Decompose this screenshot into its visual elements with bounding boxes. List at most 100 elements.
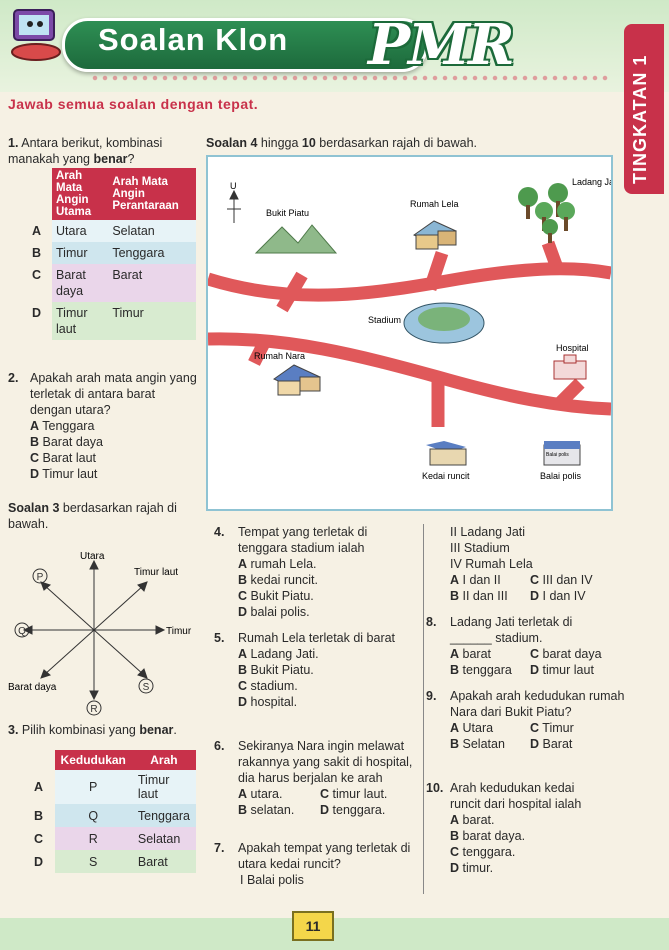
q1-cell: Barat daya	[56, 268, 86, 298]
compass-diagram: Utara Timur laut Timur Barat daya P Q R …	[8, 551, 192, 716]
q3-col2-header: Arah	[131, 750, 196, 770]
soalan-4-bold2: 10	[301, 136, 316, 150]
q7-item: II Ladang Jati	[450, 525, 526, 539]
q3-cell: S	[89, 854, 98, 869]
compass-timur-laut: Timur laut	[134, 567, 178, 578]
q9-option: D Barat	[530, 737, 573, 751]
q2-number: 2.	[8, 371, 19, 385]
q10-option: C tenggara.	[450, 845, 516, 859]
computer-mascot-icon	[11, 9, 61, 61]
q4-option: D balai polis.	[238, 605, 310, 619]
q8-text-end: stadium.	[491, 631, 543, 645]
instruction: Jawab semua soalan dengan tepat.	[8, 96, 259, 112]
q3-number: 3.	[8, 723, 19, 737]
q4-number: 4.	[214, 525, 225, 539]
question-10: 10.Arah kedudukan kedai runcit dari hosp…	[426, 780, 606, 876]
soalan-4-text: berdasarkan rajah di bawah.	[315, 136, 478, 150]
q8-option: C barat daya	[530, 647, 602, 661]
decorative-dots	[90, 74, 610, 82]
q3-cell: Timur laut	[137, 773, 170, 801]
map-sign-balai-polis: Balai polis	[546, 452, 569, 458]
q9-option: B Selatan	[450, 737, 505, 751]
q4-option: A rumah Lela.	[238, 557, 317, 571]
q3-cell: Tenggara	[137, 808, 190, 823]
compass-barat-daya: Barat daya	[8, 682, 57, 693]
q5-text: Rumah Lela terletak di barat	[238, 631, 396, 645]
question-1: 1. Antara berikut, kombinasi manakah yan…	[8, 135, 193, 167]
q4-option: C Bukit Piatu.	[238, 589, 314, 603]
page-number: 11	[292, 911, 334, 941]
soalan-3-intro: Soalan 3 berdasarkan rajah di bawah.	[8, 500, 198, 532]
q8-blank: ______	[450, 631, 492, 645]
q1-cell: Barat	[112, 268, 143, 282]
soalan-3-text: berdasarkan rajah di bawah.	[8, 501, 177, 531]
soalan-4-mid: hingga	[257, 136, 302, 150]
q8-option: B tenggara	[450, 663, 512, 677]
q9-number: 9.	[426, 689, 437, 703]
soalan-3-bold: Soalan 3	[8, 501, 60, 515]
map-label-bukit-piatu: Bukit Piatu	[266, 208, 309, 218]
side-tab-label: TINGKATAN 1	[630, 54, 650, 184]
q10-number: 10.	[426, 781, 444, 795]
q5-option: A Ladang Jati.	[238, 647, 319, 661]
q8-option: A barat	[450, 647, 492, 661]
q1-text-end: ?	[127, 152, 135, 166]
compass-p: P	[37, 572, 44, 583]
q1-cell: Timur	[56, 246, 88, 260]
q8-text: Ladang Jati terletak di	[450, 615, 573, 629]
q8-number: 8.	[426, 615, 437, 629]
side-tab: TINGKATAN 1	[624, 24, 664, 194]
q6-option: B selatan.	[238, 803, 295, 817]
q6-number: 6.	[214, 739, 225, 753]
q2-option: C Barat laut	[30, 451, 97, 465]
q1-row-label: D	[28, 302, 52, 340]
q7-item: IV Rumah Lela	[450, 557, 533, 571]
house-icon	[273, 364, 321, 396]
question-7-continued: II Ladang Jati III Stadium IV Rumah Lela…	[450, 524, 630, 604]
compass-utara: Utara	[80, 551, 105, 562]
q3-col1-header: Kedudukan	[54, 750, 132, 770]
q2-option: A Tenggara	[30, 419, 95, 433]
house-icon	[412, 220, 458, 250]
map-label-hospital: Hospital	[556, 343, 589, 353]
q9-option: C Timur	[530, 721, 574, 735]
map-label-rumah-nara: Rumah Nara	[254, 351, 305, 361]
q3-row-label: A	[28, 770, 55, 804]
q3-cell: P	[89, 780, 98, 794]
q7-option: D I dan IV	[530, 589, 586, 603]
q1-cell: Selatan	[112, 224, 155, 238]
title-banner	[62, 18, 428, 72]
q3-row-label: C	[28, 827, 55, 850]
trees-icon	[518, 183, 575, 243]
q1-col2-header: Arah Mata Angin Perantaraan	[108, 168, 196, 220]
question-3: 3. Pilih kombinasi yang benar.	[8, 722, 208, 738]
q7-option: B II dan III	[450, 589, 508, 603]
pmr-logo: PMR	[368, 12, 515, 78]
q2-text: Apakah arah mata angin yang terletak di …	[30, 371, 197, 417]
q1-cell: Timur	[112, 306, 144, 320]
q1-row-label: B	[28, 242, 52, 264]
compass-timur: Timur	[166, 626, 192, 637]
q1-cell: Timur laut	[56, 306, 88, 336]
map-label-rumah-lela: Rumah Lela	[410, 199, 459, 209]
q5-option: C stadium.	[238, 679, 298, 693]
q3-cell: Barat	[137, 854, 168, 869]
question-9: 9. Apakah arah kedudukan rumah Nara dari …	[426, 688, 626, 752]
q1-row-label: C	[28, 264, 52, 302]
soalan-4-bold: Soalan 4	[206, 136, 258, 150]
q3-text: Pilih kombinasi yang	[21, 723, 140, 737]
q6-option: C timur laut.	[320, 787, 388, 801]
q1-table: Arah Mata Angin Utama Arah Mata Angin Pe…	[28, 168, 196, 340]
q5-option: B Bukit Piatu.	[238, 663, 314, 677]
q9-text: Apakah arah kedudukan rumah Nara dari Bu…	[450, 689, 625, 719]
compass-q: Q	[18, 626, 26, 637]
q9-option: A Utara	[450, 721, 494, 735]
q1-text: Antara berikut, kombinasi manakah yang	[8, 136, 163, 166]
question-6: 6.Sekiranya Nara ingin melawat rakannya …	[214, 738, 414, 818]
q2-option: B Barat daya	[30, 435, 103, 449]
q1-cell: Utara	[56, 224, 87, 238]
q7-number: 7.	[214, 841, 225, 855]
q3-cell: Q	[88, 808, 99, 823]
soalan-4-intro: Soalan 4 hingga 10 berdasarkan rajah di …	[206, 135, 606, 151]
map-label-ladang: Ladang Jati	[572, 177, 611, 187]
